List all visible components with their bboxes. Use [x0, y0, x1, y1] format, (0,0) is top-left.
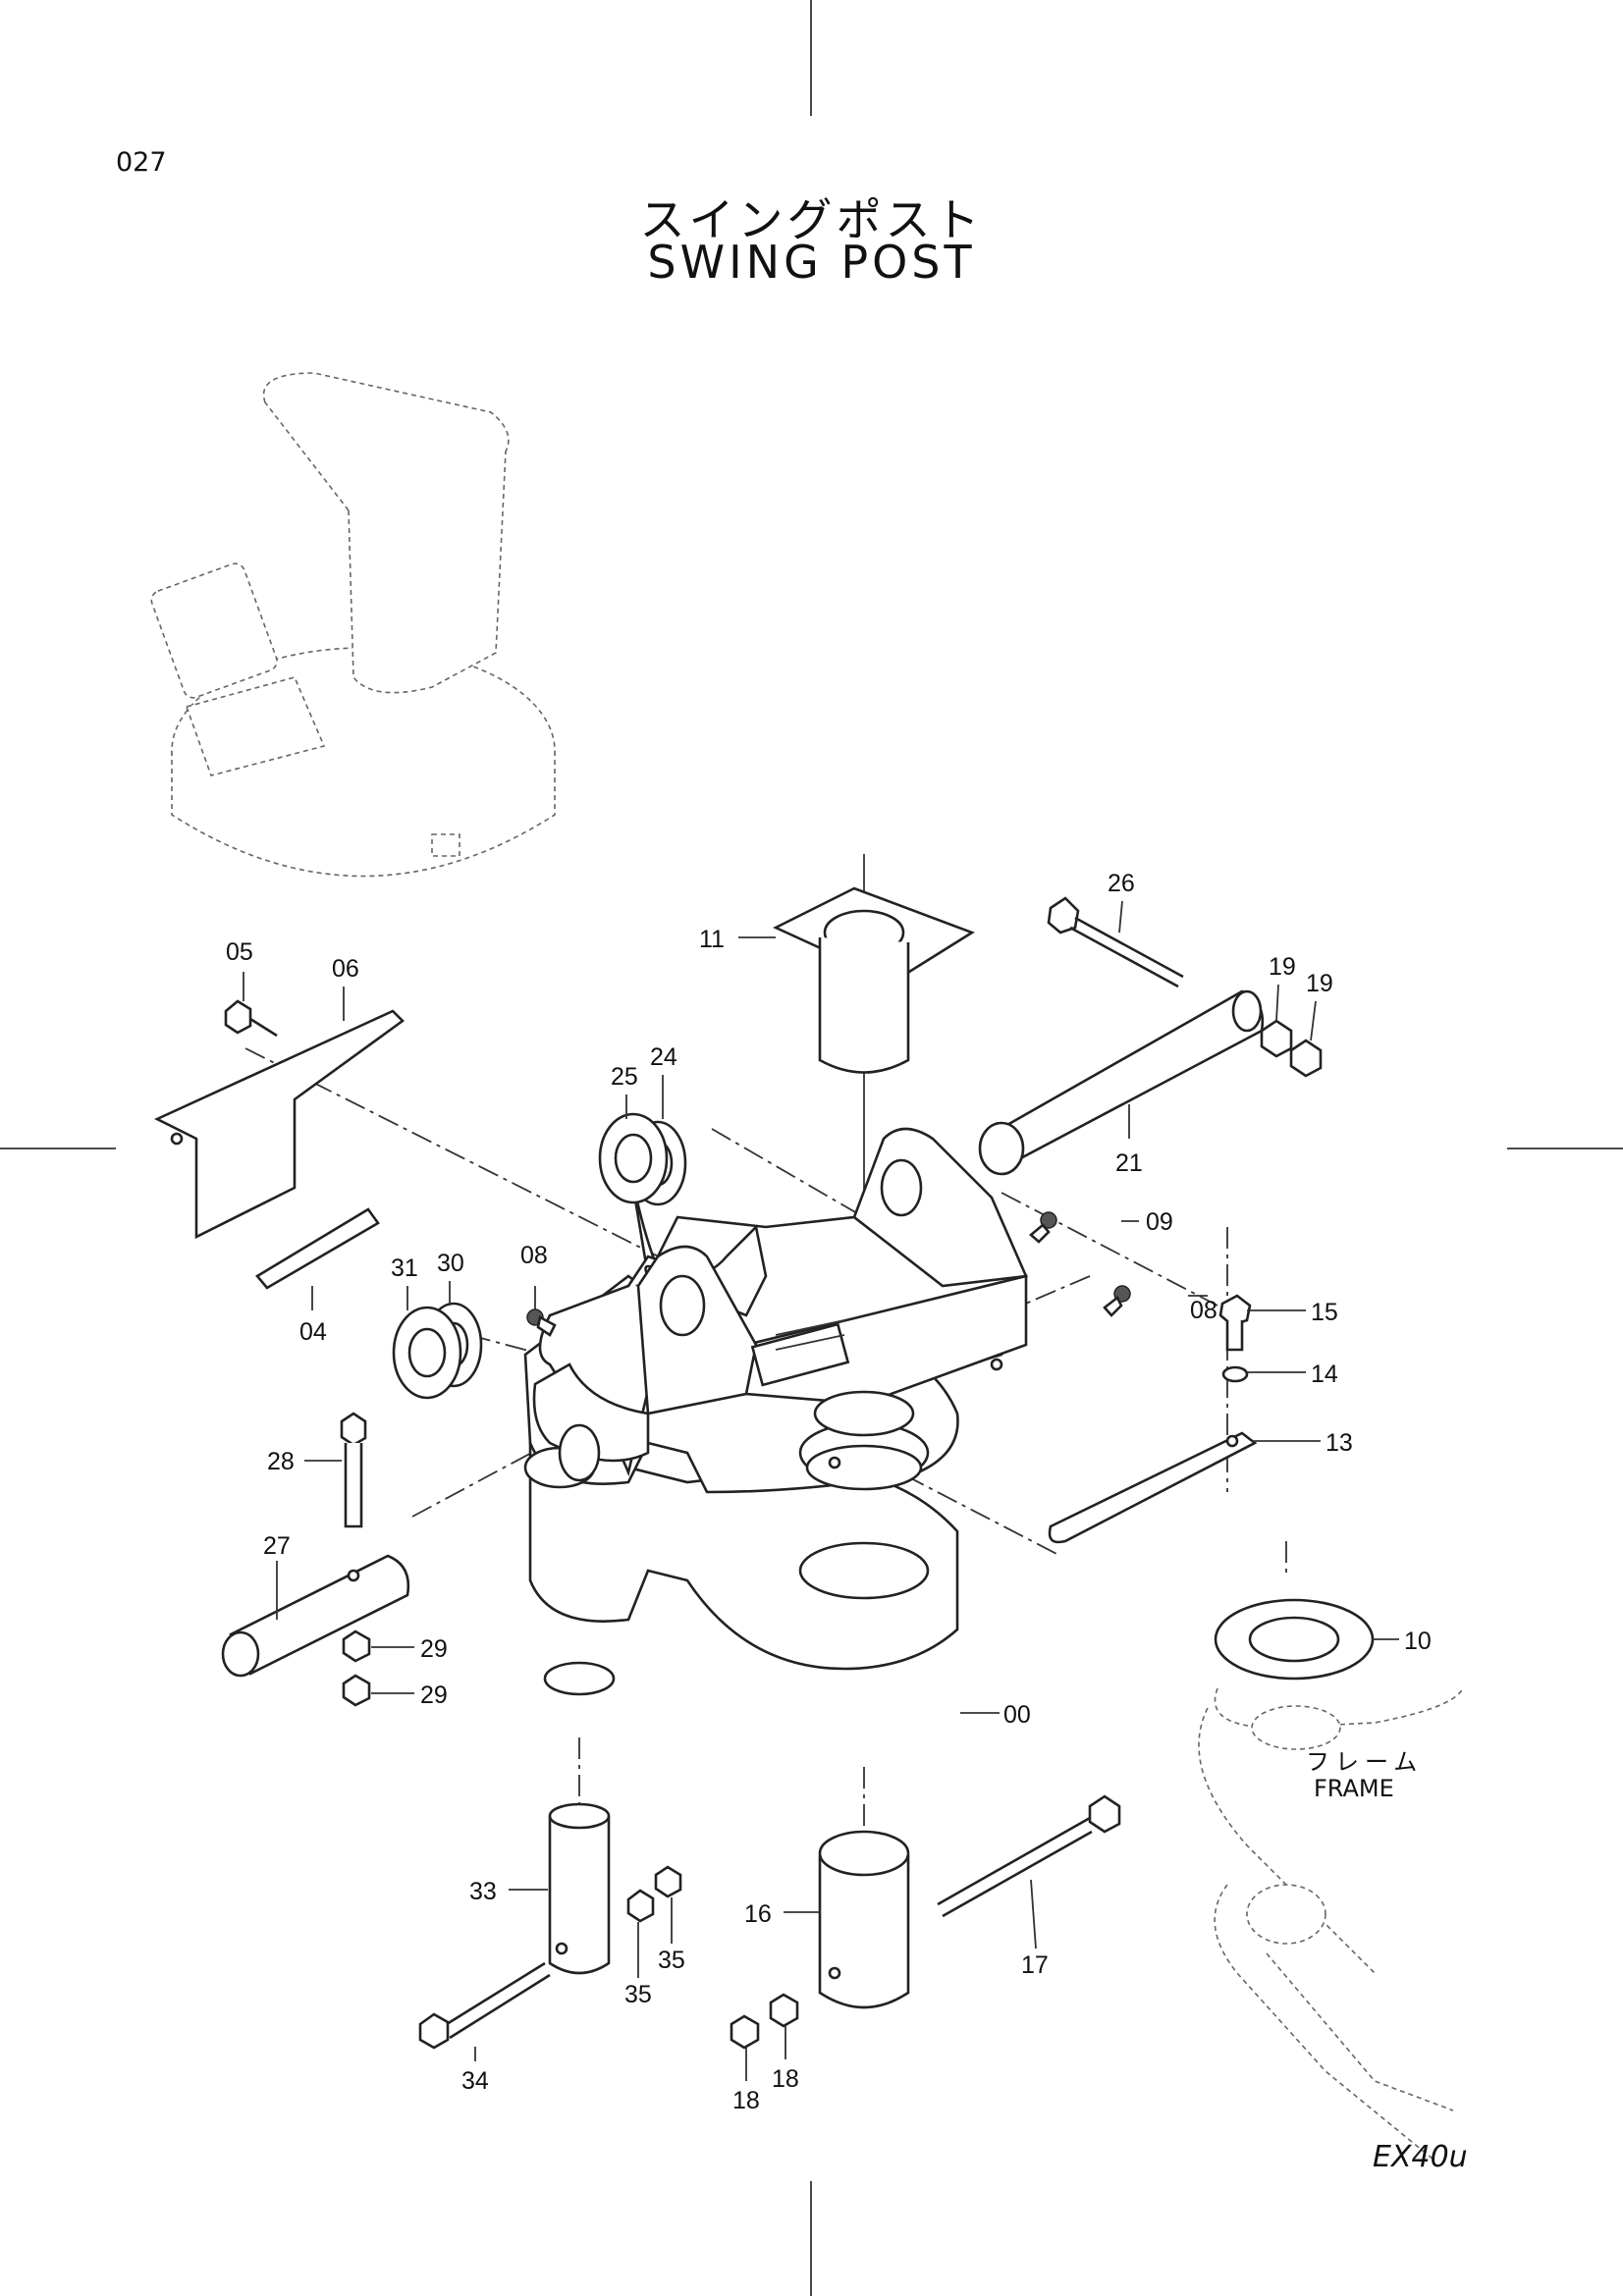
part-16-bushing [818, 1830, 910, 2009]
callout-19a: 19 [1269, 953, 1296, 981]
part-06-plate [153, 1009, 405, 1240]
callout-35a: 35 [624, 1981, 652, 2008]
part-19-nuts [1260, 1019, 1323, 1078]
callout-21: 21 [1115, 1149, 1143, 1177]
part-30-31-spacers [392, 1302, 483, 1400]
swing-post-bracket [523, 1127, 1028, 1696]
callout-14: 14 [1311, 1361, 1338, 1388]
part-27-pin [221, 1554, 410, 1678]
part-08-09-fittings [526, 1211, 1131, 1337]
callout-29b: 29 [420, 1682, 448, 1709]
part-28-bolt [340, 1412, 367, 1528]
callout-16: 16 [744, 1900, 772, 1928]
callout-13: 13 [1325, 1429, 1353, 1457]
callout-27: 27 [263, 1532, 291, 1560]
part-13-strip [1048, 1431, 1258, 1544]
machine-overview-illustration [150, 372, 556, 878]
frame-label-japanese: フレーム [1306, 1748, 1424, 1776]
part-26-bolt [1047, 896, 1184, 988]
callout-31: 31 [391, 1255, 418, 1282]
callout-26: 26 [1108, 870, 1135, 897]
callout-05: 05 [226, 938, 253, 966]
title-japanese: スイングポスト [639, 193, 984, 246]
part-11-pin-with-plate [772, 886, 975, 1074]
page-number: 027 [116, 147, 167, 178]
callout-11: 11 [699, 926, 725, 953]
callout-19b: 19 [1306, 970, 1333, 997]
callout-34: 34 [461, 2067, 489, 2095]
model-name: EX40u [1373, 2140, 1468, 2174]
callout-10: 10 [1404, 1628, 1432, 1655]
callout-labels: 05 06 04 11 26 19 19 21 25 24 09 31 30 0… [226, 870, 1432, 2114]
part-24-25-spacers [598, 1112, 687, 1206]
callout-18a: 18 [732, 2087, 760, 2114]
callout-24: 24 [650, 1043, 677, 1071]
callout-08a: 08 [520, 1242, 548, 1269]
callout-09: 09 [1146, 1208, 1173, 1236]
callout-33: 33 [469, 1878, 497, 1905]
frame-label-english: FRAME [1314, 1775, 1394, 1802]
part-10-ring [1214, 1598, 1375, 1681]
title-english: SWING POST [647, 236, 976, 289]
frame-illustration [1198, 1687, 1464, 2161]
callout-17: 17 [1021, 1951, 1049, 1979]
callout-06: 06 [332, 955, 359, 983]
callout-00: 00 [1003, 1701, 1031, 1729]
part-34-bolt [418, 1961, 551, 2050]
callout-28: 28 [267, 1448, 295, 1475]
part-35-nuts [626, 1865, 682, 1923]
callout-30: 30 [437, 1250, 464, 1277]
callout-04: 04 [299, 1318, 327, 1346]
callout-18b: 18 [772, 2065, 799, 2093]
part-17-bolt [937, 1794, 1121, 1918]
part-05-bolt [224, 999, 278, 1038]
callout-25: 25 [611, 1063, 638, 1091]
part-33-pin [548, 1802, 611, 1975]
callout-08b: 08 [1190, 1297, 1217, 1324]
part-21-pin [978, 989, 1265, 1176]
callout-35b: 35 [658, 1947, 685, 1974]
leader-lines [243, 900, 1399, 2081]
part-04-bar [255, 1207, 380, 1290]
callout-15: 15 [1311, 1299, 1338, 1326]
part-18-nuts [730, 1993, 799, 2050]
part-29-nuts [342, 1629, 371, 1707]
part-15-bolt [1218, 1294, 1252, 1352]
callout-29a: 29 [420, 1635, 448, 1663]
part-14-washer [1221, 1365, 1249, 1383]
